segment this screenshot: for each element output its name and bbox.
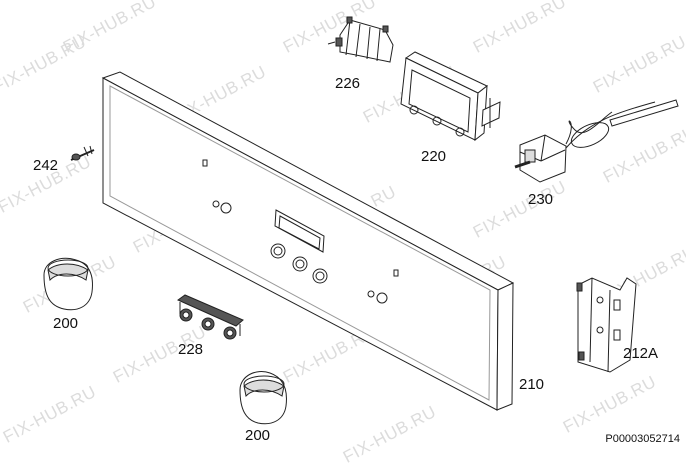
thermostat-230 <box>514 99 679 183</box>
part-label-220: 220 <box>421 148 447 165</box>
buttons-228 <box>177 294 244 340</box>
bracket-212a <box>576 277 637 373</box>
part-label-210: 210 <box>519 376 545 393</box>
display-window-inner <box>278 215 321 250</box>
part-label-212a: 212A <box>623 345 659 362</box>
control-panel-210 <box>101 71 515 411</box>
panel-hole <box>202 159 208 167</box>
timer-module-220 <box>400 51 501 142</box>
panel-hole <box>220 202 232 214</box>
knob-200-left <box>43 257 93 311</box>
part-label-200-left: 200 <box>53 315 79 332</box>
panel-hole <box>367 290 375 298</box>
reference-code: P00003052714 <box>605 433 680 445</box>
button-hole <box>292 256 308 272</box>
panel-hole <box>376 292 388 304</box>
selector-switch-226 <box>327 16 394 63</box>
part-label-242: 242 <box>33 157 59 174</box>
screw-242 <box>70 145 95 161</box>
button-hole <box>312 268 328 284</box>
display-window <box>274 209 325 253</box>
button-hole <box>270 243 286 259</box>
panel-hole <box>212 200 220 208</box>
part-label-230: 230 <box>528 191 554 208</box>
knob-200-bottom <box>239 371 287 425</box>
panel-hole <box>393 269 399 277</box>
parts-drawing <box>43 16 679 425</box>
part-label-200-bottom: 200 <box>245 427 271 444</box>
part-label-228: 228 <box>178 341 204 358</box>
part-label-226: 226 <box>335 75 361 92</box>
